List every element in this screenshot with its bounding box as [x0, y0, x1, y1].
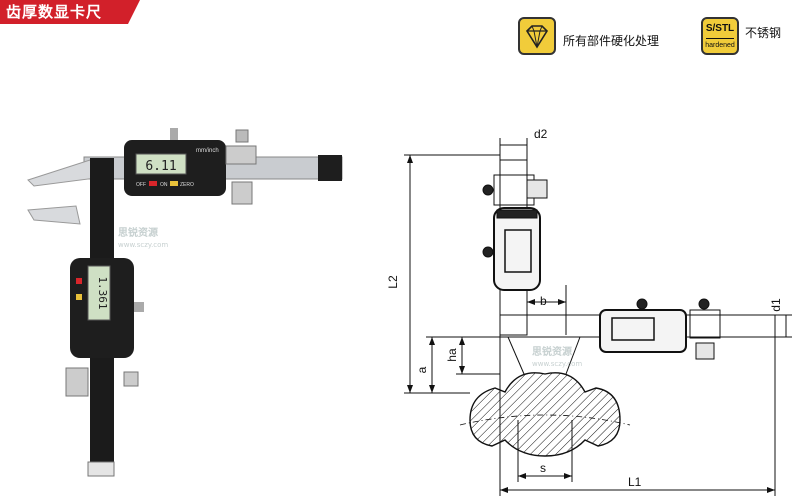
drawing-horizontal-screw-1	[636, 298, 648, 310]
photo-btn-on: ON	[160, 182, 168, 188]
stainless-label: 不锈钢	[745, 26, 782, 40]
caliper-photo: 6.11 mm/inch OFF ON ZERO 1.361	[27, 128, 343, 477]
dim-l1-label: L1	[628, 475, 642, 489]
stainless-badge: S/STL hardened	[701, 17, 739, 55]
hardened-label: 所有部件硬化处理	[563, 34, 660, 48]
drawing-horizontal-display-window	[611, 317, 655, 341]
photo-top-lcd	[135, 153, 187, 175]
drawing-gear-teeth	[469, 372, 621, 457]
photo-yellow-button	[170, 181, 178, 186]
watermark-left-sub: www.sczy.com	[118, 241, 169, 249]
watermark-right: 思锐资源 www.sczy.com	[532, 343, 582, 369]
title-tab: 齿厚数显卡尺	[0, 0, 140, 24]
drawing-top-knob	[526, 179, 548, 199]
photo-side-lcd	[87, 265, 111, 321]
drawing-horizontal-clamp	[689, 309, 721, 339]
drawing-display-window	[504, 229, 532, 273]
photo-red-button	[149, 181, 157, 186]
photo-side-thumbscrew	[134, 302, 144, 312]
drawing-side-screw	[482, 246, 494, 258]
photo-top-lcd-value: 6.11	[145, 159, 176, 174]
dim-d1-label: d1	[769, 298, 783, 312]
page-title: 齿厚数显卡尺	[6, 3, 103, 21]
photo-slider-block	[231, 181, 253, 205]
hardened-badge	[518, 17, 556, 55]
photo-btn-off: OFF	[136, 182, 146, 188]
stainless-badge-bottom: hardened	[705, 42, 735, 49]
photo-lower-clamp-left	[65, 367, 89, 397]
photo-side-lcd-value: 1.361	[96, 276, 109, 309]
photo-side-red-button	[76, 278, 82, 284]
dim-d2-label: d2	[534, 127, 548, 141]
watermark-left: 思锐资源 www.sczy.com	[118, 224, 168, 250]
photo-lower-clamp-screw	[123, 371, 139, 387]
dimension-arrows	[407, 155, 775, 493]
drawing-display-unit	[493, 207, 541, 291]
photo-clamp-block	[225, 145, 257, 165]
dim-s-label: s	[540, 461, 546, 475]
drawing-left-jaw-tip	[507, 336, 525, 375]
photo-top-thumbscrew	[170, 128, 178, 140]
watermark-right-sub: www.sczy.com	[532, 360, 583, 368]
drawing-top-screw	[482, 184, 494, 196]
photo-side-yellow-button	[76, 294, 82, 300]
dim-ha-label: ha	[445, 348, 459, 362]
watermark-right-text: 思锐资源	[532, 347, 572, 358]
drawing-display-band	[496, 209, 538, 219]
watermark-left-text: 思锐资源	[118, 228, 158, 239]
title-tab-shape	[0, 0, 140, 24]
photo-btn-zero: ZERO	[180, 182, 194, 188]
dim-b-label: b	[540, 294, 547, 308]
drawing-right-jaw-tip	[565, 336, 581, 375]
dim-a-label: a	[415, 366, 429, 373]
drawing-horizontal-knob	[695, 342, 715, 360]
dim-l2-label: L2	[386, 275, 400, 289]
photo-unit-label: mm/inch	[196, 148, 219, 154]
diamond-icon	[525, 25, 549, 49]
photo-clamp-screw	[235, 129, 249, 143]
photo-beam-end-cap	[318, 155, 342, 181]
photo-left-lower-jaw	[27, 205, 81, 225]
stainless-badge-divider	[706, 38, 734, 39]
stainless-badge-top: S/STL	[705, 23, 735, 34]
photo-beam-foot	[87, 461, 115, 477]
drawing-horizontal-display	[599, 309, 687, 353]
drawing-horizontal-screw-2	[698, 298, 710, 310]
